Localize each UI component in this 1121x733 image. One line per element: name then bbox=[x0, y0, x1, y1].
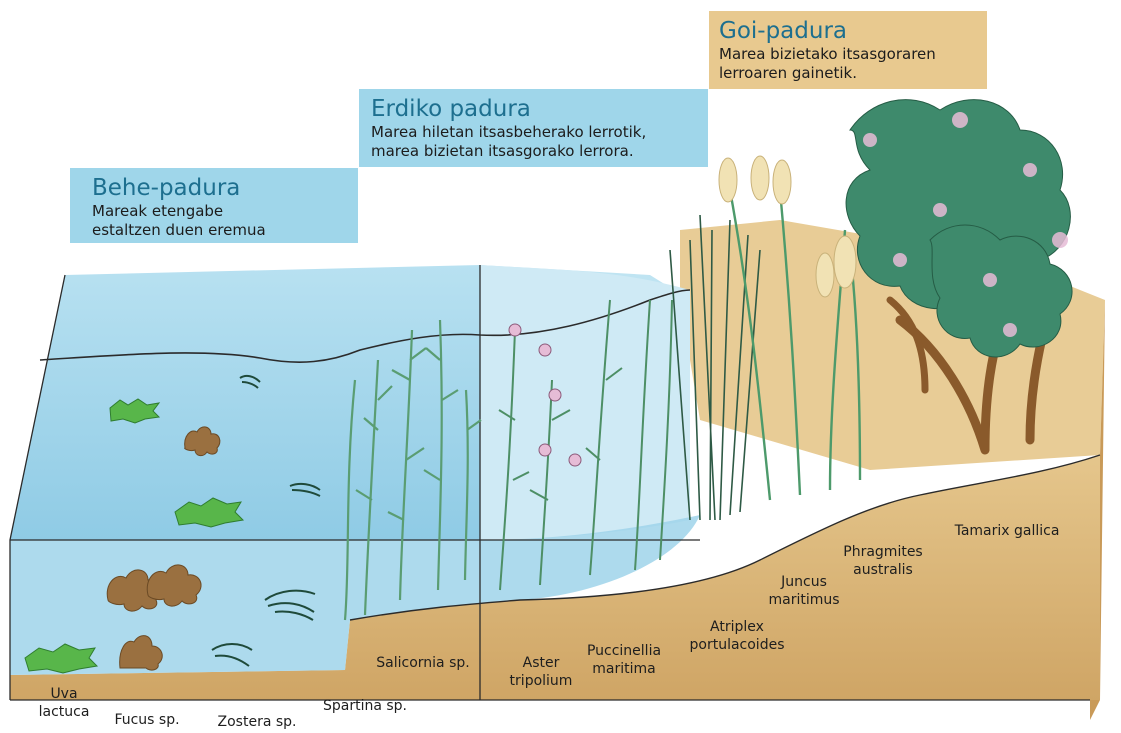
species-label-line1: Juncus bbox=[768, 573, 839, 591]
zone-goi-padura-title: Goi-padura bbox=[719, 17, 973, 45]
zone-goi-padura-desc-line2: lerroaren gainetik. bbox=[719, 64, 973, 83]
species-label-line2: tripolium bbox=[510, 672, 573, 690]
zone-erdiko-padura: Erdiko padura Marea hiletan itsasbeherak… bbox=[359, 89, 708, 167]
species-label-line1: Puccinellia bbox=[587, 642, 661, 660]
zone-goi-padura: Goi-padura Marea bizietako itsasgoraren … bbox=[709, 11, 987, 89]
species-label-fucus: Fucus sp. bbox=[114, 711, 179, 729]
species-label-salicornia: Salicornia sp. bbox=[376, 654, 469, 672]
zone-erdiko-padura-desc-line2: marea bizietan itsasgorako lerrora. bbox=[371, 142, 694, 161]
species-label-line2: australis bbox=[843, 561, 922, 579]
zone-behe-padura-desc-line2: estaltzen duen eremua bbox=[92, 221, 344, 240]
species-label-line1: Spartina sp. bbox=[323, 697, 407, 715]
species-label-juncus-maritimus: Juncus maritimus bbox=[768, 573, 839, 609]
species-label-line1: Uva bbox=[39, 685, 90, 703]
species-label-phragmites-australis: Phragmites australis bbox=[843, 543, 922, 579]
species-label-zostera: Zostera sp. bbox=[218, 713, 297, 731]
zone-behe-padura-desc-line1: Mareak etengabe bbox=[92, 202, 344, 221]
zone-erdiko-padura-desc-line1: Marea hiletan itsasbeherako lerrotik, bbox=[371, 123, 694, 142]
species-label-line2: maritima bbox=[587, 660, 661, 678]
species-label-line1: Salicornia sp. bbox=[376, 654, 469, 672]
species-label-line2: maritimus bbox=[768, 591, 839, 609]
species-label-uva-lactuca: Uva lactuca bbox=[39, 685, 90, 721]
zone-behe-padura: Behe-padura Mareak etengabe estaltzen du… bbox=[70, 168, 358, 243]
species-label-line2: portulacoides bbox=[690, 636, 785, 654]
species-label-line1: Phragmites bbox=[843, 543, 922, 561]
species-label-puccinellia-maritima: Puccinellia maritima bbox=[587, 642, 661, 678]
zone-erdiko-padura-title: Erdiko padura bbox=[371, 95, 694, 123]
species-label-tamarix-gallica: Tamarix gallica bbox=[955, 522, 1060, 540]
species-label-line2: lactuca bbox=[39, 703, 90, 721]
species-label-line1: Tamarix gallica bbox=[955, 522, 1060, 540]
species-label-spartina: Spartina sp. bbox=[323, 697, 407, 715]
species-label-line1: Fucus sp. bbox=[114, 711, 179, 729]
species-label-atriplex-portulacoides: Atriplex portulacoides bbox=[690, 618, 785, 654]
zone-behe-padura-title: Behe-padura bbox=[92, 174, 344, 202]
species-label-line1: Aster bbox=[510, 654, 573, 672]
species-label-line1: Zostera sp. bbox=[218, 713, 297, 731]
species-label-aster-tripolium: Aster tripolium bbox=[510, 654, 573, 690]
species-label-line1: Atriplex bbox=[690, 618, 785, 636]
zone-goi-padura-desc-line1: Marea bizietako itsasgoraren bbox=[719, 45, 973, 64]
